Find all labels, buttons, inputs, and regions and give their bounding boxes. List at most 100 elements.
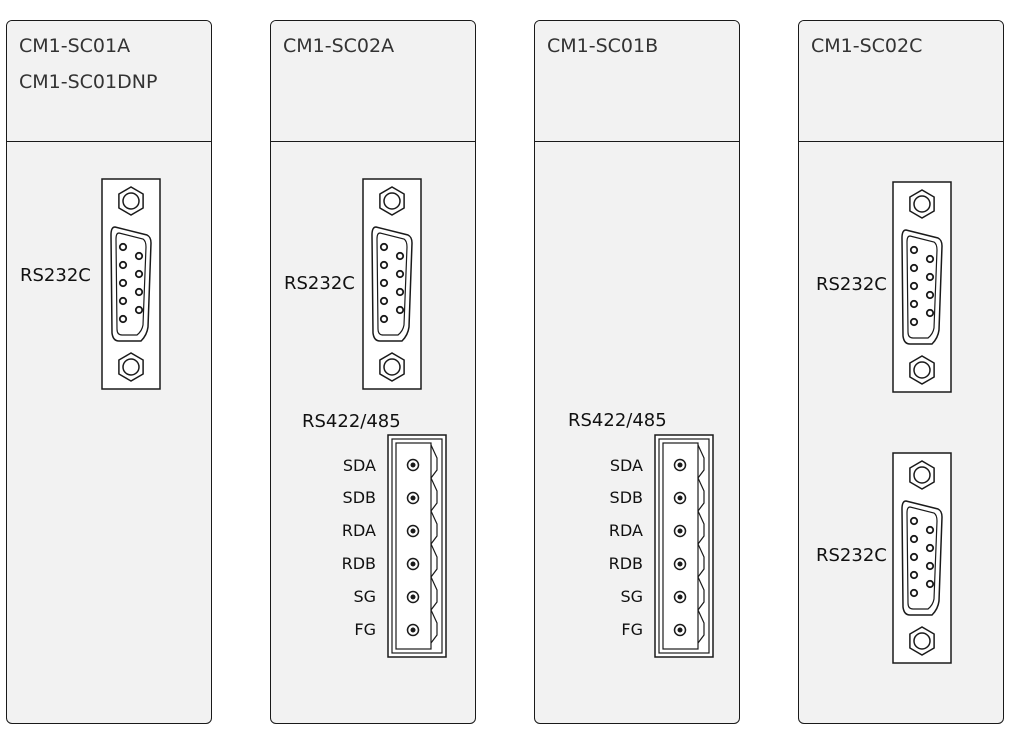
terminal-screw-icon xyxy=(673,623,687,637)
terminal-screw-center xyxy=(677,495,683,501)
pin-hole xyxy=(395,305,405,315)
terminal-screw-center xyxy=(410,594,416,600)
pin-label-rdb: RDB xyxy=(341,554,376,573)
d-sub-shell xyxy=(110,226,152,342)
pin-hole xyxy=(909,534,919,544)
hex-nut-icon xyxy=(909,189,935,219)
module-cm1-sc01b: CM1-SC01B RS422/485 SDA SDB RDA RDB SG F… xyxy=(534,20,740,724)
module-header: CM1-SC01A CM1-SC01DNP xyxy=(7,21,211,142)
db9-connector-body xyxy=(892,181,952,393)
terminal-block-body xyxy=(387,434,447,658)
screw-hole-icon xyxy=(913,361,931,379)
db9-connector-lower xyxy=(892,452,952,664)
terminal-screw-center xyxy=(677,594,683,600)
rs232c-port-label-upper: RS232C xyxy=(816,274,887,295)
terminal-outer-frame xyxy=(654,434,714,658)
pin-hole xyxy=(379,260,389,270)
module-name: CM1-SC01A xyxy=(19,35,131,57)
pin-hole xyxy=(118,260,128,270)
pin-label-sdb: SDB xyxy=(609,488,643,507)
terminal-screw-center xyxy=(677,561,683,567)
pin-label-sg: SG xyxy=(620,587,643,606)
terminal-housing xyxy=(662,442,699,650)
terminal-ridge xyxy=(430,444,438,644)
terminal-screw-icon xyxy=(673,524,687,538)
d-sub-inner-shell xyxy=(906,235,938,339)
pin-hole xyxy=(925,308,935,318)
terminal-screw-icon xyxy=(406,458,420,472)
pin-hole xyxy=(118,314,128,324)
rs422-485-port-label: RS422/485 xyxy=(302,411,401,432)
pin-hole xyxy=(134,269,144,279)
pin-hole xyxy=(134,251,144,261)
rs422-485-port-label: RS422/485 xyxy=(568,410,667,431)
pin-hole xyxy=(118,242,128,252)
terminal-screw-center xyxy=(677,627,683,633)
pin-label-fg: FG xyxy=(354,620,376,639)
d-sub-shell xyxy=(371,226,413,342)
hex-nut-icon xyxy=(909,355,935,385)
db9-connector-body xyxy=(101,178,161,390)
pin-hole xyxy=(379,242,389,252)
terminal-screw-center xyxy=(677,462,683,468)
db9-connector xyxy=(362,178,422,390)
screw-hole-icon xyxy=(913,195,931,213)
rs232c-port-label: RS232C xyxy=(284,273,355,294)
terminal-screw-center xyxy=(410,627,416,633)
hex-nut-icon xyxy=(379,352,405,382)
pin-hole xyxy=(909,570,919,580)
pin-hole xyxy=(909,317,919,327)
pin-hole xyxy=(379,278,389,288)
pin-label-rda: RDA xyxy=(341,521,376,540)
terminal-inner-frame xyxy=(658,438,710,654)
pin-hole xyxy=(925,543,935,553)
screw-hole-icon xyxy=(383,192,401,210)
pin-hole xyxy=(909,299,919,309)
screw-hole-icon xyxy=(383,358,401,376)
terminal-block-body xyxy=(654,434,714,658)
module-cm1-sc01a: CM1-SC01A CM1-SC01DNP RS232C xyxy=(6,20,212,724)
terminal-block-connector xyxy=(654,434,714,658)
pin-hole xyxy=(909,516,919,526)
pin-hole xyxy=(118,296,128,306)
db9-plate xyxy=(362,178,422,390)
pin-hole xyxy=(395,251,405,261)
rs232c-port-label: RS232C xyxy=(20,265,91,286)
terminal-ridge xyxy=(697,444,705,644)
d-sub-shell xyxy=(901,229,943,345)
db9-connector xyxy=(101,178,161,390)
pin-label-sdb: SDB xyxy=(342,488,376,507)
screw-hole-icon xyxy=(913,466,931,484)
db9-connector-body xyxy=(362,178,422,390)
module-header: CM1-SC02C xyxy=(799,21,1003,142)
db9-plate xyxy=(101,178,161,390)
terminal-screw-icon xyxy=(406,491,420,505)
d-sub-inner-shell xyxy=(115,232,147,336)
pin-label-fg: FG xyxy=(621,620,643,639)
terminal-screw-icon xyxy=(673,557,687,571)
terminal-screw-icon xyxy=(406,557,420,571)
hex-nut-icon xyxy=(909,460,935,490)
pin-label-rda: RDA xyxy=(608,521,643,540)
screw-hole-icon xyxy=(122,192,140,210)
screw-hole-icon xyxy=(122,358,140,376)
hex-nut-icon xyxy=(118,352,144,382)
pin-label-sda: SDA xyxy=(609,456,643,475)
hex-nut-icon xyxy=(909,626,935,656)
module-header: CM1-SC02A xyxy=(271,21,475,142)
pin-hole xyxy=(925,290,935,300)
hex-nut-icon xyxy=(118,186,144,216)
pin-hole xyxy=(909,245,919,255)
pin-hole xyxy=(925,272,935,282)
pin-hole xyxy=(134,305,144,315)
terminal-screw-icon xyxy=(673,491,687,505)
d-sub-shell xyxy=(901,500,943,616)
pin-hole xyxy=(925,561,935,571)
rs232c-port-label-lower: RS232C xyxy=(816,545,887,566)
module-cm1-sc02a: CM1-SC02A RS232C RS422/485 SDA SDB RDA R… xyxy=(270,20,476,724)
pin-label-sg: SG xyxy=(353,587,376,606)
pin-hole xyxy=(909,263,919,273)
terminal-screw-icon xyxy=(406,590,420,604)
terminal-inner-frame xyxy=(391,438,443,654)
